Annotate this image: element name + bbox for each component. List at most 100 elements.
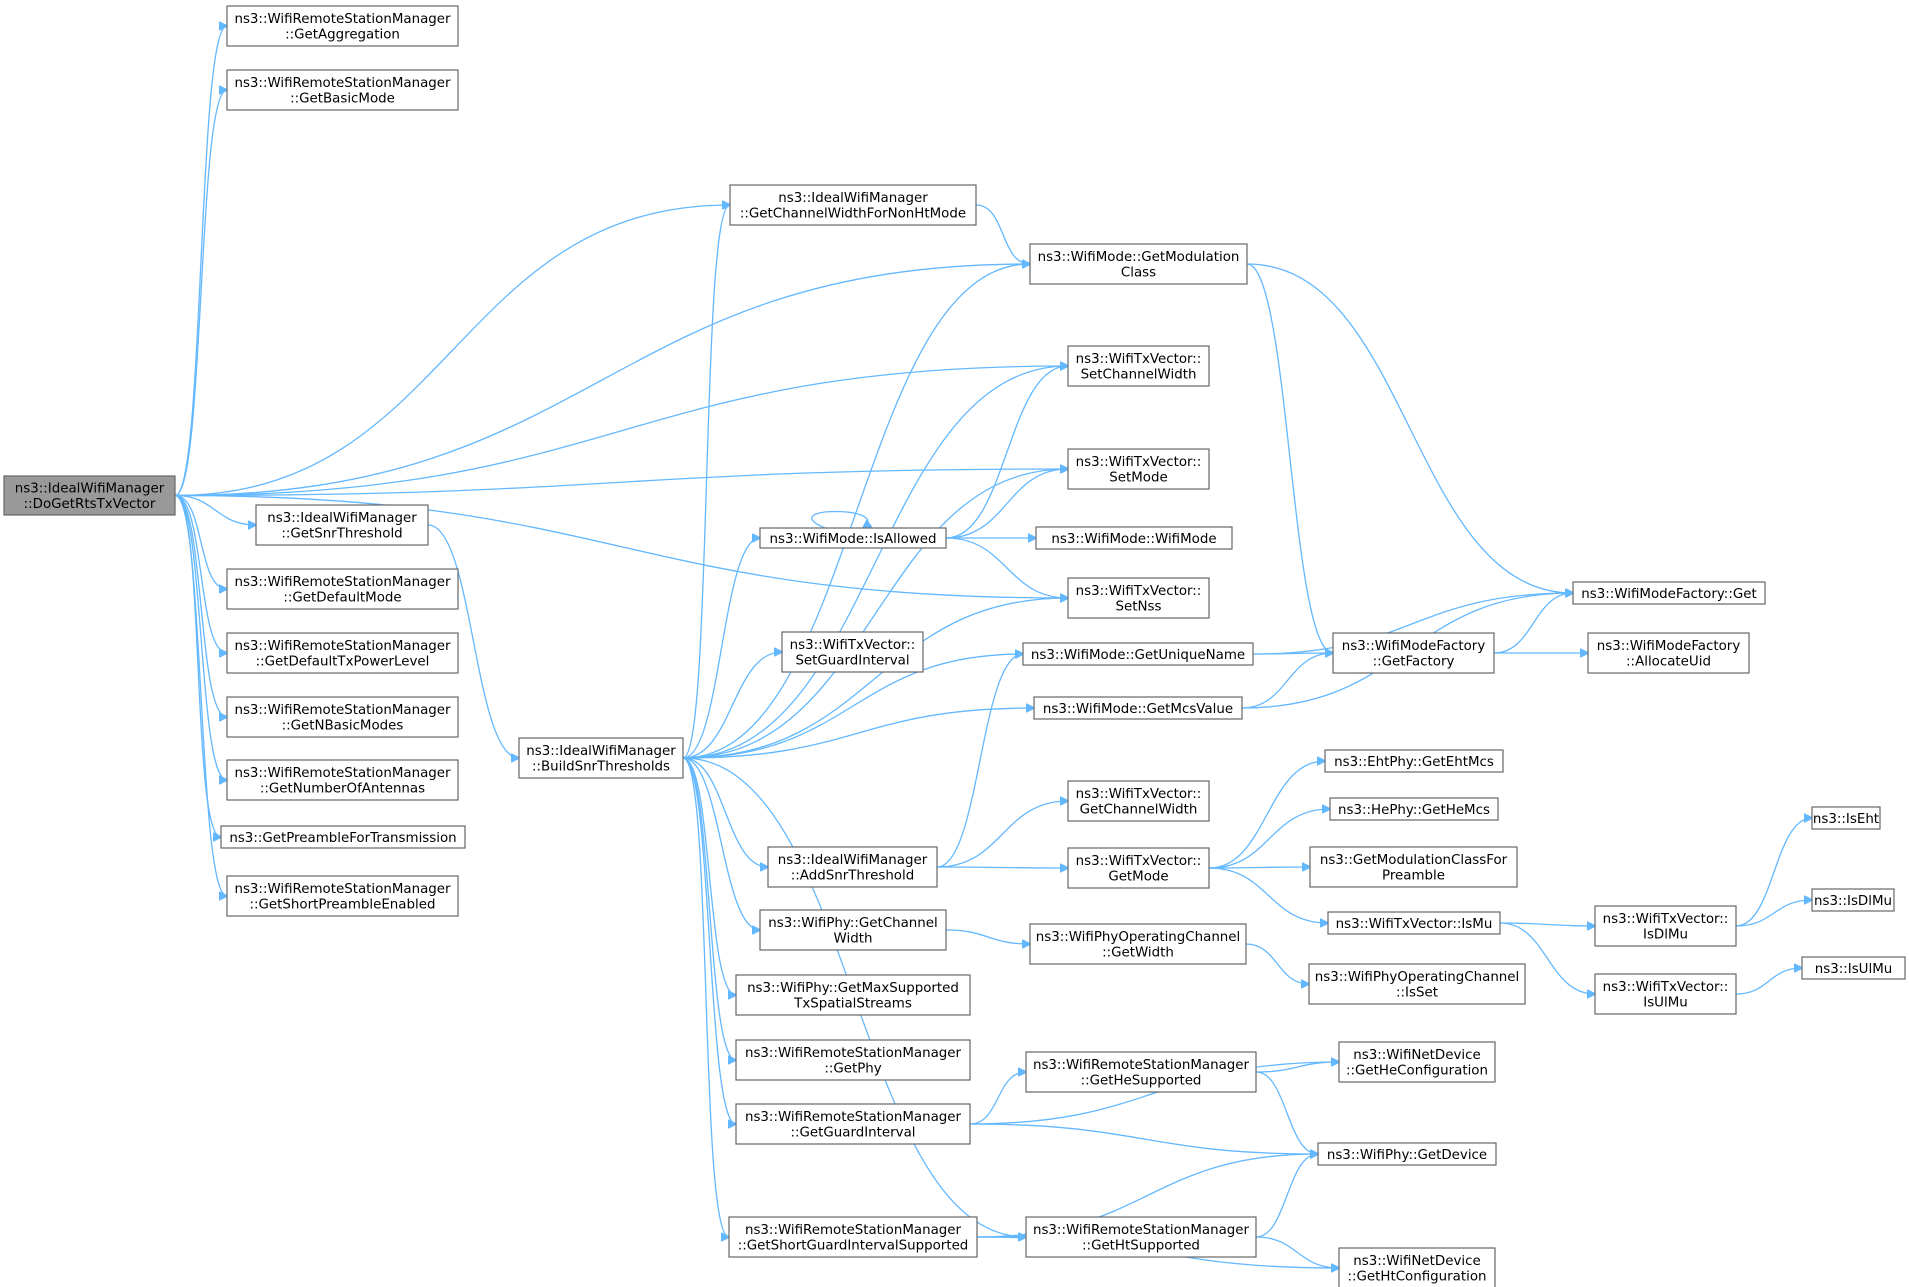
edge-build-snr-thresholds-to-get-max-supported-tx-spatial-streams: [682, 757, 736, 995]
node-root[interactable]: ns3::IdealWifiManager::DoGetRtsTxVector: [3, 475, 176, 516]
node-op-ch-is-set[interactable]: ns3::WifiPhyOperatingChannel::IsSet: [1308, 963, 1526, 1005]
node-get-channel-width-for-non-ht-mode[interactable]: ns3::IdealWifiManager::GetChannelWidthFo…: [729, 184, 977, 226]
node-label: IsDlMu: [1643, 928, 1688, 943]
node-label: ::GetHtConfiguration: [1347, 1270, 1486, 1285]
edge-root-to-get-basic-mode: [174, 90, 227, 497]
node-get-modulation-class[interactable]: ns3::WifiMode::GetModulationClass: [1029, 243, 1248, 285]
node-label: ns3::IdealWifiManager: [778, 191, 928, 206]
edge-get-channel-width-for-non-ht-mode-to-get-modulation-class: [975, 204, 1030, 264]
node-is-allowed[interactable]: ns3::WifiMode::IsAllowed: [759, 527, 947, 549]
node-box: [1594, 905, 1737, 947]
node-label: ::GetSnrThreshold: [281, 527, 402, 542]
node-get-nbasic-modes[interactable]: ns3::WifiRemoteStationManager::GetNBasic…: [226, 696, 459, 738]
node-wifi-mode-ctor[interactable]: ns3::WifiMode::WifiMode: [1035, 526, 1233, 550]
node-get-guard-interval[interactable]: ns3::WifiRemoteStationManager::GetGuardI…: [735, 1103, 971, 1145]
node-is-ul-mu[interactable]: ns3::IsUlMu: [1801, 956, 1906, 980]
node-get-he-configuration[interactable]: ns3::WifiNetDevice::GetHeConfiguration: [1338, 1041, 1496, 1083]
node-allocate-uid[interactable]: ns3::WifiModeFactory::AllocateUid: [1587, 632, 1750, 674]
node-label: ns3::WifiRemoteStationManager: [1033, 1223, 1250, 1238]
node-get-phy[interactable]: ns3::WifiRemoteStationManager::GetPhy: [735, 1039, 971, 1081]
node-label: ::GetShortPreambleEnabled: [250, 898, 436, 913]
node-box: [3, 475, 176, 516]
node-label: ns3::WifiRemoteStationManager: [745, 1223, 962, 1238]
node-label: Class: [1121, 266, 1156, 281]
node-tx-is-dl-mu[interactable]: ns3::WifiTxVector::IsDlMu: [1594, 905, 1737, 947]
node-op-ch-get-width[interactable]: ns3::WifiPhyOperatingChannel::GetWidth: [1029, 923, 1247, 965]
node-tx-get-channel-width[interactable]: ns3::WifiTxVector::GetChannelWidth: [1067, 780, 1210, 822]
node-get-unique-name[interactable]: ns3::WifiMode::GetUniqueName: [1022, 642, 1254, 666]
node-box: [255, 504, 429, 546]
edge-root-to-get-snr-threshold: [174, 494, 256, 526]
node-box: [226, 632, 459, 674]
node-set-guard-interval[interactable]: ns3::WifiTxVector::SetGuardInterval: [781, 631, 924, 673]
node-box: [759, 527, 947, 549]
node-box: [781, 631, 924, 673]
node-get-number-of-antennas[interactable]: ns3::WifiRemoteStationManager::GetNumber…: [226, 759, 459, 801]
node-get-default-mode[interactable]: ns3::WifiRemoteStationManager::GetDefaul…: [226, 568, 459, 610]
node-get-short-guard-interval-supported[interactable]: ns3::WifiRemoteStationManager::GetShortG…: [728, 1216, 978, 1258]
node-get-default-tx-power-level[interactable]: ns3::WifiRemoteStationManager::GetDefaul…: [226, 632, 459, 674]
edge-build-snr-thresholds-to-get-guard-interval: [682, 757, 736, 1124]
node-get-preamble-for-transmission[interactable]: ns3::GetPreambleForTransmission: [220, 825, 466, 849]
edge-root-to-set-mode: [174, 469, 1068, 497]
node-label: ns3::IdealWifiManager: [15, 482, 165, 497]
node-is-dl-mu[interactable]: ns3::IsDlMu: [1811, 888, 1895, 912]
node-tx-get-mode[interactable]: ns3::WifiTxVector::GetMode: [1067, 847, 1210, 889]
node-get-eht-mcs[interactable]: ns3::EhtPhy::GetEhtMcs: [1324, 749, 1504, 773]
node-label: ::GetShortGuardIntervalSupported: [738, 1239, 969, 1254]
node-label: ns3::WifiTxVector::: [1076, 455, 1202, 470]
node-label: ::GetGuardInterval: [790, 1126, 915, 1141]
node-tx-is-ul-mu[interactable]: ns3::WifiTxVector::IsUlMu: [1594, 973, 1737, 1015]
node-is-mu[interactable]: ns3::WifiTxVector::IsMu: [1327, 911, 1501, 935]
node-label: ns3::EhtPhy::GetEhtMcs: [1334, 755, 1494, 770]
node-box: [735, 1039, 971, 1081]
edge-root-to-set-nss: [174, 494, 1068, 599]
node-get-max-supported-tx-spatial-streams[interactable]: ns3::WifiPhy::GetMaxSupportedTxSpatialSt…: [735, 974, 971, 1016]
node-box: [226, 875, 459, 917]
node-set-mode[interactable]: ns3::WifiTxVector::SetMode: [1067, 448, 1210, 490]
node-get-short-preamble-enabled[interactable]: ns3::WifiRemoteStationManager::GetShortP…: [226, 875, 459, 917]
node-label: ns3::WifiTxVector::: [1603, 912, 1729, 927]
edge-build-snr-thresholds-to-add-snr-threshold: [682, 757, 768, 867]
node-get-ht-configuration[interactable]: ns3::WifiNetDevice::GetHtConfiguration: [1338, 1247, 1496, 1287]
node-is-eht[interactable]: ns3::IsEht: [1811, 806, 1881, 830]
node-factory-get[interactable]: ns3::WifiModeFactory::Get: [1572, 581, 1766, 605]
edge-layer: [174, 26, 1812, 1268]
node-box: [729, 184, 977, 226]
edge-build-snr-thresholds-to-phy-get-channel-width: [682, 757, 760, 930]
node-get-factory[interactable]: ns3::WifiModeFactory::GetFactory: [1332, 632, 1495, 674]
node-phy-get-device[interactable]: ns3::WifiPhy::GetDevice: [1317, 1142, 1497, 1166]
node-get-snr-threshold[interactable]: ns3::IdealWifiManager::GetSnrThreshold: [255, 504, 429, 546]
node-get-he-supported[interactable]: ns3::WifiRemoteStationManager::GetHeSupp…: [1025, 1051, 1257, 1093]
node-label: ns3::GetModulationClassFor: [1320, 853, 1508, 868]
node-box: [767, 846, 938, 888]
node-build-snr-thresholds[interactable]: ns3::IdealWifiManager::BuildSnrThreshold…: [518, 737, 684, 779]
node-label: ::GetHeSupported: [1081, 1074, 1202, 1089]
node-label: SetNss: [1116, 600, 1162, 615]
node-phy-get-channel-width[interactable]: ns3::WifiPhy::GetChannelWidth: [759, 909, 947, 951]
node-label: ns3::WifiModeFactory: [1342, 639, 1486, 654]
node-get-basic-mode[interactable]: ns3::WifiRemoteStationManager::GetBasicM…: [226, 69, 459, 111]
node-box: [1067, 345, 1210, 387]
node-box: [1029, 243, 1248, 285]
node-label: ::GetNumberOfAntennas: [260, 782, 425, 797]
node-label: ns3::WifiPhyOperatingChannel: [1036, 930, 1241, 945]
node-label: ns3::WifiNetDevice: [1353, 1254, 1480, 1269]
edge-tx-get-mode-to-get-eht-mcs: [1208, 761, 1325, 869]
edge-build-snr-thresholds-to-get-mcs-value: [682, 708, 1034, 759]
node-get-aggregation[interactable]: ns3::WifiRemoteStationManager::GetAggreg…: [226, 5, 459, 47]
node-label: ns3::IsDlMu: [1814, 894, 1892, 909]
node-set-nss[interactable]: ns3::WifiTxVector::SetNss: [1067, 577, 1210, 619]
node-get-ht-supported[interactable]: ns3::WifiRemoteStationManager::GetHtSupp…: [1025, 1216, 1257, 1258]
node-set-channel-width[interactable]: ns3::WifiTxVector::SetChannelWidth: [1067, 345, 1210, 387]
node-label: ::GetDefaultMode: [283, 591, 401, 606]
node-box: [759, 909, 947, 951]
edge-root-to-get-aggregation: [174, 26, 227, 497]
node-box: [728, 1216, 978, 1258]
node-get-he-mcs[interactable]: ns3::HePhy::GetHeMcs: [1329, 797, 1499, 821]
node-get-mcs-value[interactable]: ns3::WifiMode::GetMcsValue: [1033, 696, 1243, 720]
node-box: [1035, 526, 1233, 550]
edge-get-modulation-class-to-factory-get: [1246, 263, 1573, 593]
node-add-snr-threshold[interactable]: ns3::IdealWifiManager::AddSnrThreshold: [767, 846, 938, 888]
